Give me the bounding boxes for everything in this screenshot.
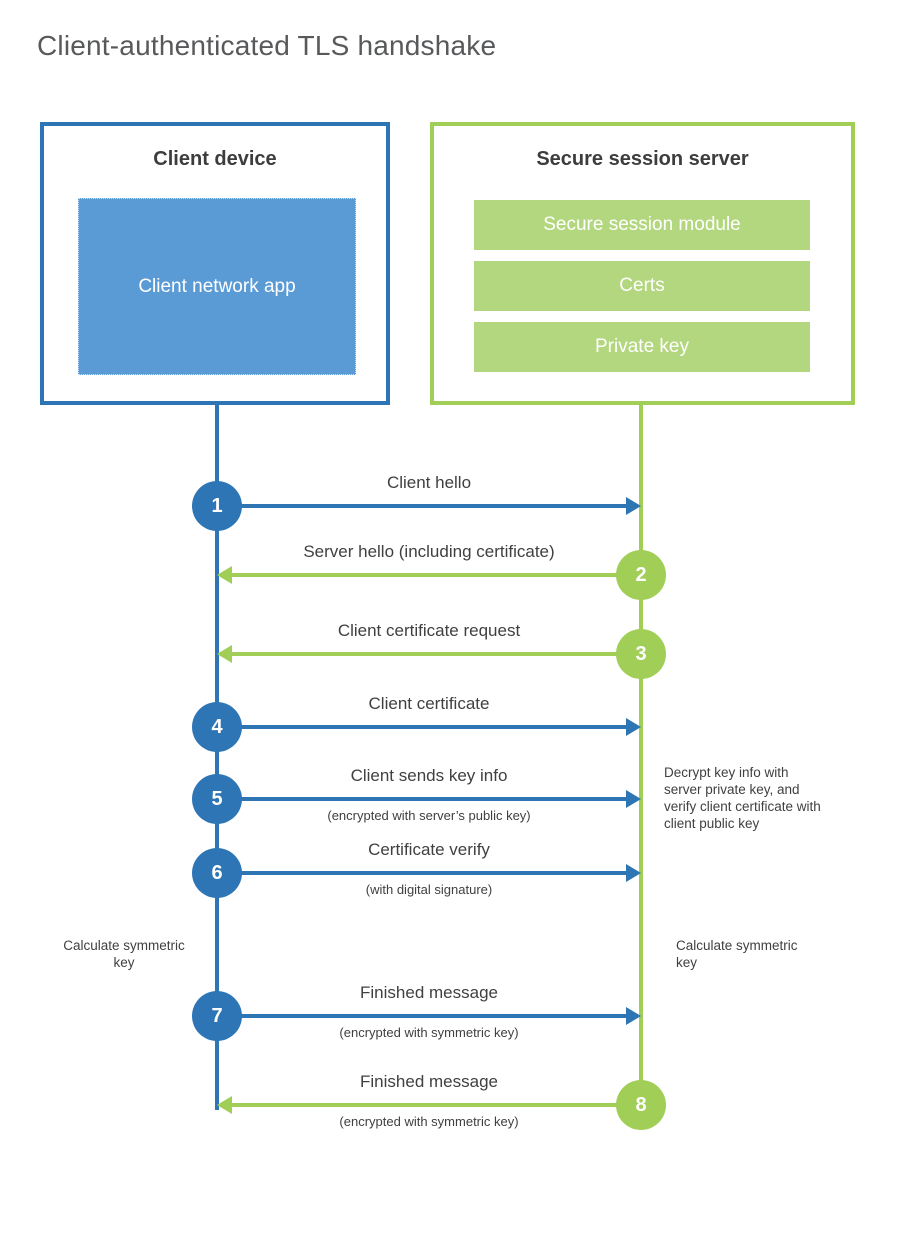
step-1-arrow xyxy=(217,504,626,508)
step-3-label: Client certificate request xyxy=(337,621,521,640)
step-7-label: Finished message xyxy=(360,983,498,1002)
step-2-label: Server hello (including certificate) xyxy=(303,542,555,561)
step-2-arrow xyxy=(232,573,641,577)
step-4-arrow xyxy=(217,725,626,729)
step-5-sublabel: (encrypted with server’s public key) xyxy=(327,808,531,823)
step-4-label: Client certificate xyxy=(368,694,490,713)
client-lifeline xyxy=(215,405,219,1110)
arrowhead-left-icon xyxy=(217,1096,232,1114)
step-8-arrow xyxy=(232,1103,641,1107)
step-7-badge: 7 xyxy=(192,991,242,1041)
arrowhead-right-icon xyxy=(626,718,641,736)
step-8-badge: 8 xyxy=(616,1080,666,1130)
server-module-private-key: Private key xyxy=(474,322,810,372)
step-3-badge: 3 xyxy=(616,629,666,679)
client-network-app-label: Client network app xyxy=(138,275,296,297)
step-7-sublabel: (encrypted with symmetric key) xyxy=(339,1025,519,1040)
arrowhead-left-icon xyxy=(217,645,232,663)
step-5-arrow xyxy=(217,797,626,801)
server-module-certs: Certs xyxy=(474,261,810,311)
arrowhead-right-icon xyxy=(626,1007,641,1025)
page-title: Client-authenticated TLS handshake xyxy=(37,30,497,61)
arrowhead-right-icon xyxy=(626,864,641,882)
step-1-badge: 1 xyxy=(192,481,242,531)
calculate-symmetric-key-server: Calculate symmetric key xyxy=(676,938,798,970)
step-4-badge: 4 xyxy=(192,702,242,752)
arrowhead-left-icon xyxy=(217,566,232,584)
client-device-title: Client device xyxy=(153,148,277,170)
arrowhead-right-icon xyxy=(626,497,641,515)
step-6-badge: 6 xyxy=(192,848,242,898)
step-8-sublabel: (encrypted with symmetric key) xyxy=(339,1114,519,1129)
step-3-arrow xyxy=(232,652,641,656)
step-6-sublabel: (with digital signature) xyxy=(365,882,493,897)
step-5-label: Client sends key info xyxy=(350,766,508,785)
step-6-label: Certificate verify xyxy=(368,840,490,859)
arrowhead-right-icon xyxy=(626,790,641,808)
client-network-app-box: Client network app xyxy=(78,198,356,375)
step-5-badge: 5 xyxy=(192,774,242,824)
calculate-symmetric-key-client: Calculate symmetric key xyxy=(63,938,185,970)
server-lifeline xyxy=(639,405,643,1105)
server-module-secure-session: Secure session module xyxy=(474,200,810,250)
step-2-badge: 2 xyxy=(616,550,666,600)
step-7-arrow xyxy=(217,1014,626,1018)
step-8-label: Finished message xyxy=(360,1072,498,1091)
server-title: Secure session server xyxy=(536,148,749,170)
step-1-label: Client hello xyxy=(386,473,472,492)
decrypt-key-note: Decrypt key info with server private key… xyxy=(664,765,821,831)
step-6-arrow xyxy=(217,871,626,875)
